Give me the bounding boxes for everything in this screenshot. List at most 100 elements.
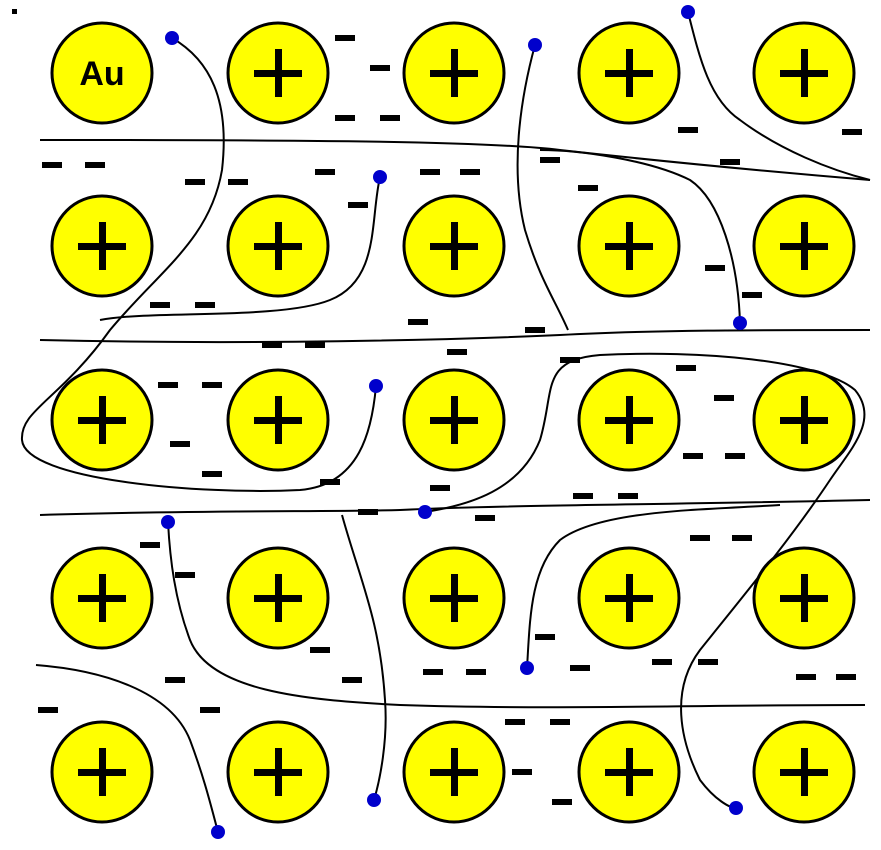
free-electron-dash: [552, 799, 572, 805]
electron-dot: [367, 793, 381, 807]
electron-dot: [520, 661, 534, 675]
plus-sign: [780, 396, 828, 444]
free-electron-dash: [676, 365, 696, 371]
free-electron-dash: [505, 719, 525, 725]
ion-lattice: Au: [50, 21, 856, 824]
positive-ion: [226, 21, 330, 125]
electron-path: [424, 352, 866, 809]
free-electron-dash: [796, 674, 816, 680]
positive-ion: [577, 546, 681, 650]
electron-path: [167, 521, 866, 709]
free-electron-dash: [38, 707, 58, 713]
free-electron-dash: [228, 179, 248, 185]
free-electron-dash: [678, 127, 698, 133]
electron-path: [39, 499, 871, 516]
free-electron-dash: [683, 453, 703, 459]
free-electron-dash: [408, 319, 428, 325]
positive-ion: [226, 546, 330, 650]
free-electron-dash: [475, 515, 495, 521]
free-electron-dash: [512, 769, 532, 775]
atom-label: Au: [79, 55, 124, 93]
positive-ion: [226, 720, 330, 824]
plus-sign: [430, 222, 478, 270]
free-electron-dash: [618, 493, 638, 499]
free-electron-dash: [358, 509, 378, 515]
electron-path: [526, 504, 781, 669]
plus-sign: [780, 222, 828, 270]
electron-path: [35, 664, 219, 833]
plus-sign: [254, 49, 302, 97]
free-electron-dash: [195, 302, 215, 308]
corner-dot: [12, 9, 17, 14]
free-electron-dash: [170, 441, 190, 447]
free-electron-dash: [714, 395, 734, 401]
positive-ion: [577, 194, 681, 298]
plus-sign: [254, 396, 302, 444]
free-electron-dash: [705, 265, 725, 271]
free-electron-dash: [447, 349, 467, 355]
free-electron-dash: [320, 479, 340, 485]
free-electron-dash: [560, 357, 580, 363]
free-electron-dash: [540, 157, 560, 163]
free-electron-dash: [732, 535, 752, 541]
ion-circle: [50, 21, 154, 125]
plus-sign: [430, 49, 478, 97]
positive-ion: [752, 546, 856, 650]
plus-sign: [78, 574, 126, 622]
electron-path: [20, 37, 377, 492]
free-electron-dash: [370, 65, 390, 71]
free-electron-dash: [342, 677, 362, 683]
positive-ion: [50, 546, 154, 650]
gold-atom: Au: [50, 21, 154, 125]
positive-ion: [402, 194, 506, 298]
plus-sign: [605, 574, 653, 622]
electron-dot: [528, 38, 542, 52]
plus-sign: [78, 748, 126, 796]
plus-sign: [430, 396, 478, 444]
free-electron-dash: [335, 35, 355, 41]
plus-sign: [605, 396, 653, 444]
free-electron-dash: [140, 542, 160, 548]
free-electron-dash: [315, 169, 335, 175]
free-electron-dash: [420, 169, 440, 175]
free-electron-dash: [200, 707, 220, 713]
plus-sign: [605, 49, 653, 97]
free-electron-dash: [42, 162, 62, 168]
electron-path: [341, 514, 387, 801]
electron-dot: [733, 316, 747, 330]
free-electron-dash: [158, 382, 178, 388]
free-electron-dash: [742, 292, 762, 298]
positive-ion: [577, 21, 681, 125]
free-electron-dash: [725, 453, 745, 459]
positive-ion: [577, 368, 681, 472]
positive-ion: [226, 194, 330, 298]
plus-sign: [780, 748, 828, 796]
positive-ion: [226, 368, 330, 472]
electron-dot: [165, 31, 179, 45]
free-electron-dash: [652, 659, 672, 665]
electron-dot: [161, 515, 175, 529]
free-electron-dash: [570, 665, 590, 671]
free-electron-dash: [380, 115, 400, 121]
electron-path: [39, 329, 871, 344]
positive-ion: [50, 368, 154, 472]
free-electron-dash: [175, 572, 195, 578]
electron-dot: [373, 170, 387, 184]
free-electron-dash: [262, 342, 282, 348]
positive-ion: [402, 21, 506, 125]
electron-dot: [729, 801, 743, 815]
free-electron-dash: [202, 382, 222, 388]
plus-sign: [254, 574, 302, 622]
free-electron-dash: [348, 202, 368, 208]
electron-paths: [20, 11, 871, 833]
electrons: [161, 5, 747, 839]
free-electron-dash: [185, 179, 205, 185]
free-electron-dash: [305, 342, 325, 348]
electron-dot: [681, 5, 695, 19]
plus-sign: [78, 396, 126, 444]
free-electron-dash: [165, 677, 185, 683]
electron-path: [539, 149, 741, 324]
electron-path: [516, 44, 569, 331]
plus-sign: [254, 222, 302, 270]
